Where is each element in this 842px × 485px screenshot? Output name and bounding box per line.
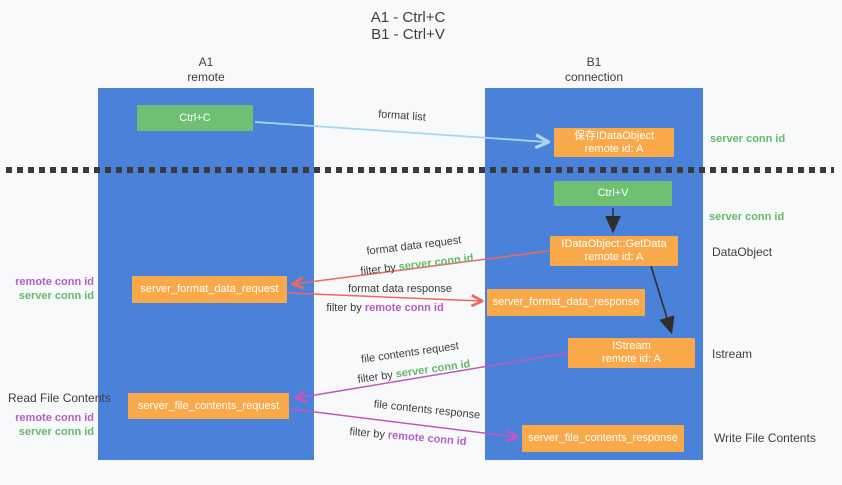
annotation-server-conn-id-mid: server conn id — [709, 211, 785, 223]
phase-divider-dashed-line — [6, 167, 834, 173]
node-file-response-label: server_file_contents_response — [528, 432, 678, 444]
lane-a-header: A1 remote — [98, 55, 314, 85]
annotation-format-remote-conn-id: remote conn id — [15, 276, 94, 288]
annotation-format-server-conn-id: server conn id — [18, 290, 94, 302]
lane-b-name: B1 — [586, 55, 602, 69]
label-format-response-filter: filter by remote conn id — [326, 302, 443, 314]
label-file-request-filter-key: server conn id — [394, 358, 472, 381]
label-format-response-filter-prefix: filter by — [326, 302, 365, 314]
label-format-request-filter-prefix: filter by — [359, 261, 400, 278]
node-ctrl-c-label: Ctrl+C — [179, 111, 211, 124]
label-file-response-filter-key: remote conn id — [387, 429, 467, 449]
annotation-file-remote-conn-id: remote conn id — [15, 412, 94, 424]
label-file-request-filter-prefix: filter by — [356, 368, 397, 386]
node-ctrl-c: Ctrl+C — [137, 105, 253, 131]
label-file-contents-response: file contents response — [373, 398, 481, 422]
node-save-idataobject-line2: remote id: A — [584, 142, 644, 155]
label-file-response-filter: filter by remote conn id — [349, 426, 467, 448]
annotation-istream: Istream — [712, 347, 753, 361]
annotation-read-file-contents: Read File Contents — [8, 391, 111, 405]
lane-b-header: B1 connection — [485, 55, 703, 85]
title-line-1: A1 - Ctrl+C — [370, 9, 446, 26]
node-server-file-contents-response: server_file_contents_response — [522, 425, 684, 452]
annotation-dataobject: DataObject — [712, 245, 773, 259]
node-server-format-data-response: server_format_data_response — [487, 289, 645, 316]
node-istream-line2: remote id: A — [602, 353, 661, 365]
node-getdata-line1: IDataObject::GetData — [561, 238, 667, 250]
node-format-request-label: server_format_data_request — [140, 283, 279, 295]
node-istream-line1: IStream — [612, 340, 651, 352]
node-server-file-contents-request: server_file_contents_request — [128, 393, 289, 419]
node-server-format-data-request: server_format_data_request — [132, 276, 287, 303]
title-line-2: B1 - Ctrl+V — [371, 26, 445, 43]
node-ctrl-v: Ctrl+V — [554, 181, 672, 206]
label-format-request-filter-key: server conn id — [398, 252, 475, 274]
node-getdata-line2: remote id: A — [584, 251, 644, 263]
annotation-format-conn-ids: remote conn id server conn id — [0, 275, 94, 303]
label-format-response-filter-key: remote conn id — [364, 302, 444, 314]
node-ctrl-v-label: Ctrl+V — [597, 187, 629, 199]
label-file-response-filter-prefix: filter by — [349, 425, 389, 442]
node-save-idataobject: 保存IDataObject remote id: A — [554, 128, 674, 157]
node-format-response-label: server_format_data_response — [492, 296, 640, 308]
annotation-server-conn-id-top: server conn id — [710, 133, 786, 145]
annotation-write-file-contents: Write File Contents — [714, 431, 816, 445]
node-file-request-label: server_file_contents_request — [137, 399, 280, 412]
label-format-data-response: format data response — [348, 283, 452, 295]
node-idataobject-getdata: IDataObject::GetData remote id: A — [550, 236, 678, 266]
annotation-file-server-conn-id: server conn id — [18, 426, 94, 438]
node-save-idataobject-line1: 保存IDataObject — [573, 129, 655, 142]
diagram-title: A1 - Ctrl+C B1 - Ctrl+V — [0, 9, 816, 43]
node-istream: IStream remote id: A — [568, 338, 695, 368]
lane-a-name: A1 — [198, 55, 214, 69]
lane-b-subtitle: connection — [564, 70, 624, 84]
label-format-list: format list — [377, 108, 427, 124]
annotation-file-conn-ids: remote conn id server conn id — [0, 411, 94, 439]
lane-a-subtitle: remote — [187, 70, 225, 84]
